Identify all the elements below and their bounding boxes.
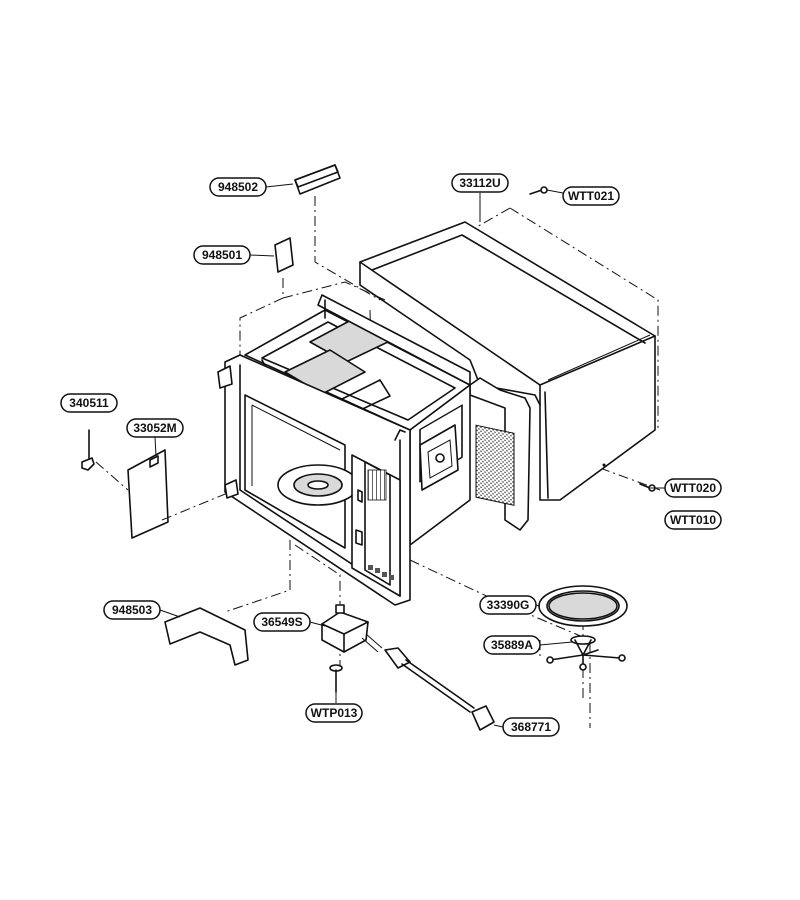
- label-368771: 368771: [502, 717, 560, 737]
- label-948502: 948502: [209, 177, 267, 197]
- label-wtt021: WTT021: [562, 186, 620, 206]
- label-35889a: 35889A: [483, 635, 541, 655]
- screw-wtp013: [329, 664, 343, 693]
- svg-text:948503: 948503: [112, 603, 152, 617]
- label-wtt010: WTT010: [664, 510, 722, 530]
- svg-text:340511: 340511: [69, 396, 109, 410]
- part-36549s-motor: [321, 604, 383, 653]
- part-948503-foam: [164, 607, 249, 666]
- svg-text:WTT020: WTT020: [670, 481, 716, 495]
- label-33390g: 33390G: [479, 595, 537, 615]
- label-340511: 340511: [60, 393, 118, 413]
- leader-lines: [154, 183, 665, 728]
- part-368771-harness: [384, 647, 495, 731]
- svg-text:WTT010: WTT010: [670, 513, 716, 527]
- svg-text:948501: 948501: [202, 248, 242, 262]
- label-948503: 948503: [103, 600, 161, 620]
- part-33390g-tray: [538, 585, 628, 627]
- inner-cavity: [217, 294, 471, 606]
- label-wtp013: WTP013: [305, 703, 363, 723]
- svg-text:33112U: 33112U: [459, 176, 500, 190]
- svg-text:368771: 368771: [511, 720, 551, 734]
- part-948501-pad: [274, 237, 294, 273]
- svg-text:35889A: 35889A: [491, 638, 533, 652]
- svg-text:33390G: 33390G: [487, 598, 530, 612]
- label-wtt020: WTT020: [664, 478, 722, 498]
- svg-text:WTP013: WTP013: [311, 706, 358, 720]
- label-33112u: 33112U: [451, 173, 509, 193]
- svg-text:WTT021: WTT021: [568, 189, 614, 203]
- label-36549s: 36549S: [253, 612, 311, 632]
- part-33052m-plate: [127, 449, 169, 539]
- svg-text:948502: 948502: [218, 180, 258, 194]
- outer-case: [359, 221, 656, 531]
- label-948501: 948501: [193, 245, 251, 265]
- part-948502-strip: [294, 164, 341, 195]
- svg-text:33052M: 33052M: [133, 421, 176, 435]
- label-33052m: 33052M: [126, 418, 184, 438]
- part-35889a-roller: [546, 635, 626, 671]
- screw-wtt021: [529, 186, 564, 195]
- screw-340511: [81, 429, 95, 471]
- svg-text:36549S: 36549S: [261, 615, 302, 629]
